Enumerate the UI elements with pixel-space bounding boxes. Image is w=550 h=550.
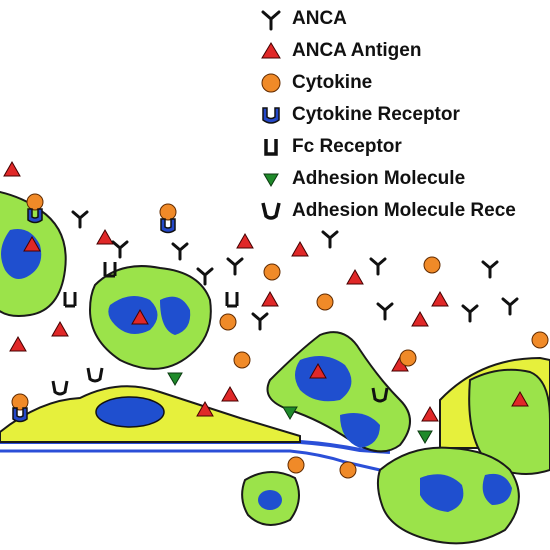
- legend-item-adhesion-molecule: Adhesion Molecule: [256, 164, 465, 194]
- neutrophil-cells: [0, 191, 550, 545]
- legend-label: ANCA: [292, 8, 347, 29]
- legend-label: Fc Receptor: [292, 136, 402, 157]
- anca-antigen-icon: [261, 42, 281, 59]
- legend-label: Cytokine Receptor: [292, 104, 460, 125]
- legend-label: Cytokine: [292, 72, 373, 93]
- fc-receptor-icon: [264, 139, 278, 156]
- adhesion-molecule-icon: [263, 173, 279, 187]
- legend-item-fc-receptor: Fc Receptor: [256, 132, 402, 162]
- legend-item-anca: ANCA: [256, 4, 347, 34]
- legend-item-anca-antigen: ANCA Antigen: [256, 36, 421, 66]
- legend-label: ANCA Antigen: [292, 40, 422, 61]
- cytokine-receptor-icon: [262, 107, 280, 124]
- cytokine-icon: [261, 73, 281, 93]
- anca-icon: [261, 10, 281, 31]
- legend-label: Adhesion Molecule: [292, 168, 466, 189]
- legend-item-adhesion-molecule-receptor: Adhesion Molecule Rece: [256, 196, 516, 226]
- vessel-wall: [0, 440, 391, 472]
- adhesion-molecule-receptor-icon: [261, 202, 281, 220]
- legend-label: Adhesion Molecule Rece: [292, 200, 516, 221]
- legend-item-cytokine: Cytokine: [256, 68, 372, 98]
- legend-item-cytokine-receptor: Cytokine Receptor: [256, 100, 460, 130]
